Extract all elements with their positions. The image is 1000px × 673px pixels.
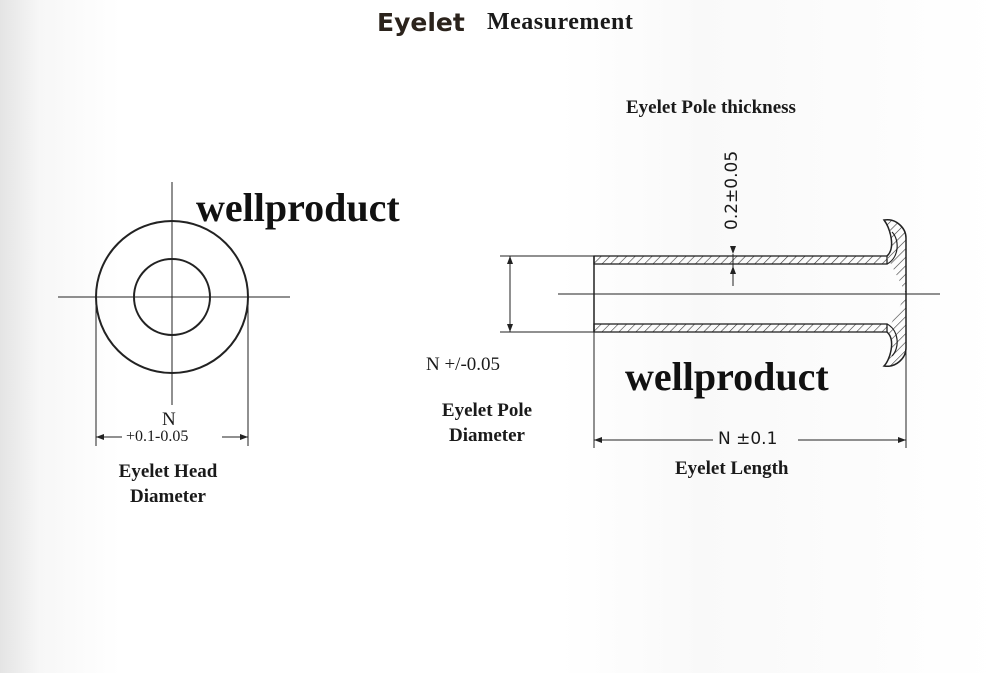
eyelet-side-view [500,219,940,448]
length-label: Eyelet Length [675,458,789,479]
head-diameter-label: Eyelet Head Diameter [96,459,240,509]
flange-bottom-inner [886,323,898,357]
pole-thickness-value: 0.2±0.05 [722,150,742,230]
head-inner-circle [133,258,211,336]
title-eyelet: Eyelet [377,8,465,37]
pole-diameter-tolerance: N +/-0.05 [426,354,501,375]
thickness-arrow-top [730,246,736,254]
length-arrow-left [594,437,602,443]
title-measurement: Measurement [487,9,634,35]
eyelet-head-view [58,182,290,446]
pole-wall-top [593,255,888,265]
watermark-side: wellproduct [625,354,829,399]
head-label-line1: Eyelet Head [118,461,218,482]
flange-top-inner [886,231,898,265]
pole-thickness-label: Eyelet Pole thickness [626,97,796,118]
pole-diameter-label: Eyelet Pole Diameter [416,398,558,448]
head-arrow-right [240,434,248,440]
length-value: N ±0.1 [718,429,778,449]
flange-bottom [882,294,907,367]
pole-dia-arrow-top [507,256,513,264]
length-arrow-right [898,437,906,443]
pole-dia-arrow-bottom [507,324,513,332]
watermark-head: wellproduct [196,185,400,230]
pole-label-line2: Diameter [449,425,525,446]
pole-wall-bottom [593,323,888,333]
head-label-line2: Diameter [130,486,206,507]
thickness-arrow-bottom [730,266,736,274]
head-dimension-symbol: N [162,409,176,430]
pole-label-line1: Eyelet Pole [441,400,533,421]
head-tolerance: +0.1-0.05 [126,428,189,445]
head-arrow-left [96,434,104,440]
